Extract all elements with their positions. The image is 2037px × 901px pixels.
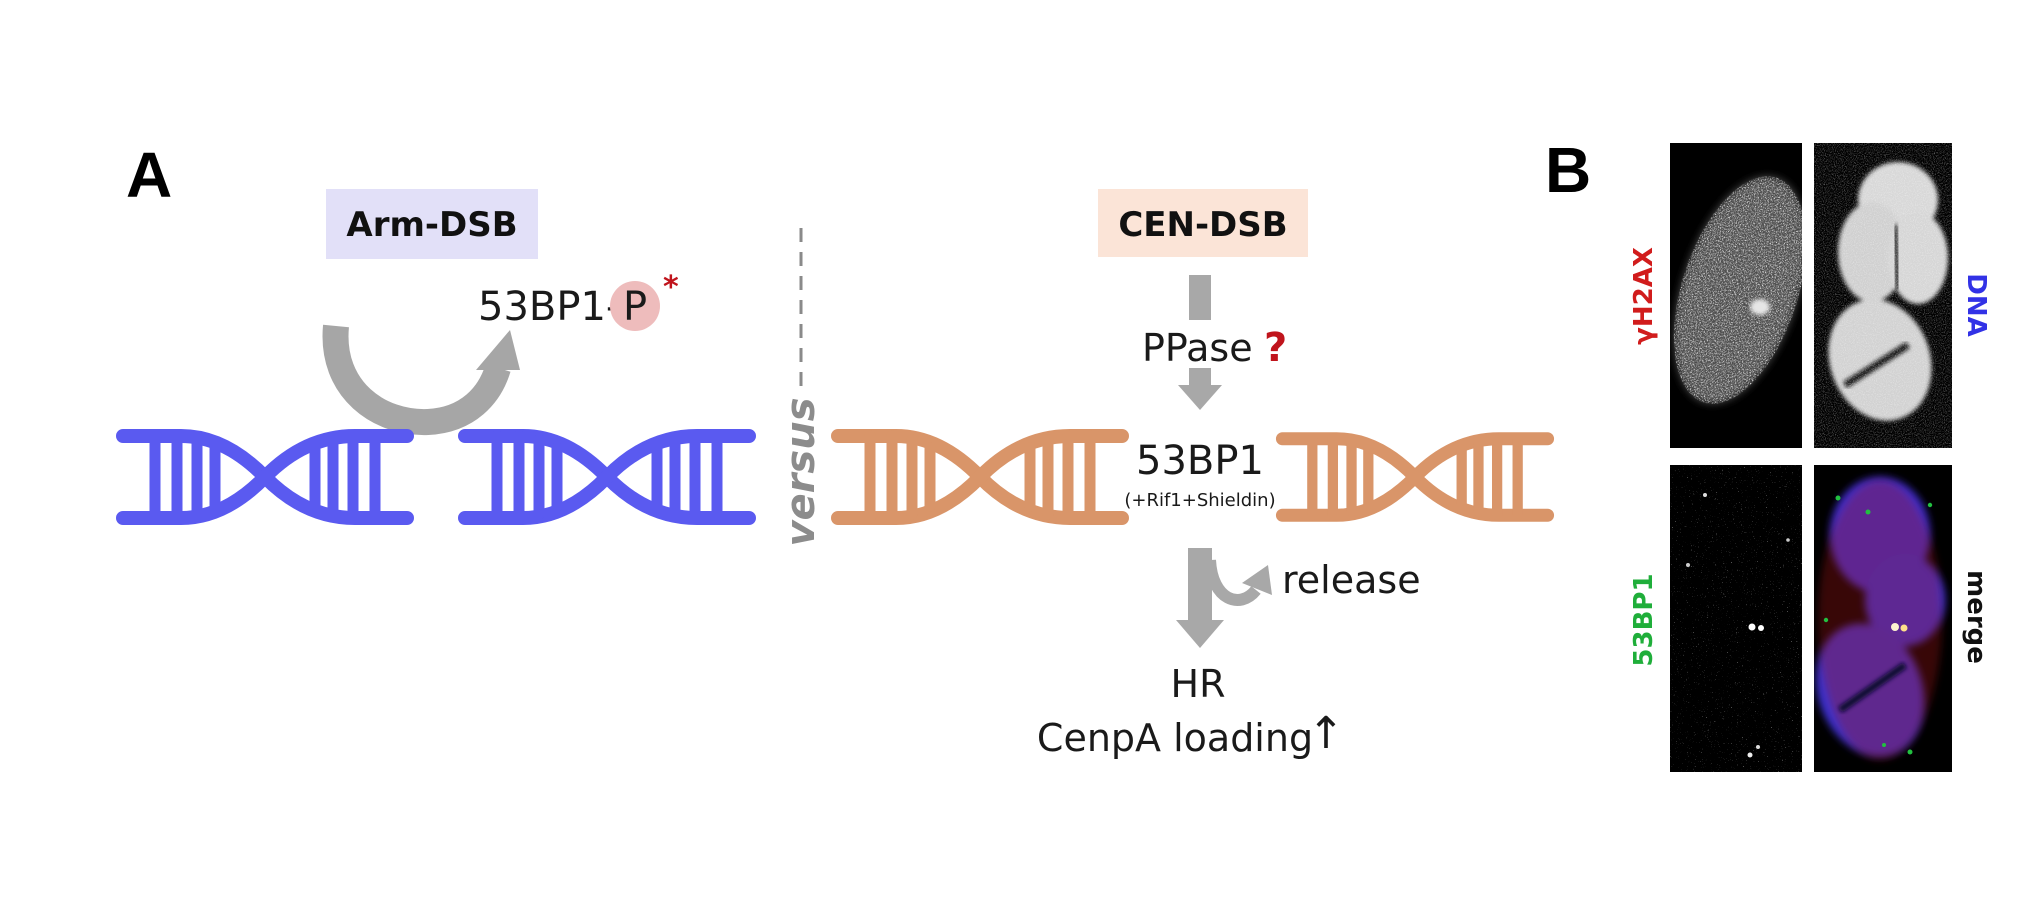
arm-dna-right bbox=[465, 436, 749, 518]
micrograph-gh2ax bbox=[1670, 143, 1802, 448]
versus-label: versus bbox=[778, 397, 824, 546]
cen-dsb-text: CEN-DSB bbox=[1118, 205, 1287, 245]
helix-icon bbox=[1282, 439, 1547, 516]
down-arrow-icon bbox=[1178, 275, 1222, 410]
curved-arrow-icon bbox=[322, 324, 520, 436]
center-53bp1-label: 53BP1 bbox=[1136, 438, 1264, 484]
phospho-p-label: P bbox=[623, 284, 647, 330]
cen-dna-right bbox=[1282, 439, 1547, 516]
cen-dsb-box bbox=[1098, 189, 1308, 257]
cenpa-loading-label: CenpA loading bbox=[1037, 716, 1313, 760]
release-label: release bbox=[1282, 558, 1421, 602]
helix-icon bbox=[123, 436, 407, 518]
complex-label: (+Rif1+Shieldin) bbox=[1124, 490, 1275, 511]
helix-icon bbox=[465, 436, 749, 518]
merge-label: merge bbox=[1961, 570, 1991, 664]
arm-dsb-box bbox=[326, 189, 538, 259]
arm-dsb-label: Arm-DSB bbox=[326, 189, 538, 259]
helix-icon bbox=[838, 436, 1122, 518]
hr-label: HR bbox=[1171, 662, 1226, 706]
micrograph-dna bbox=[1814, 143, 1952, 448]
up-arrow-icon: ↑ bbox=[1308, 708, 1345, 759]
release-arrow-icon bbox=[1176, 548, 1272, 648]
micrograph-merge bbox=[1814, 465, 1952, 772]
ppase-question-mark: ? bbox=[1264, 325, 1287, 371]
gh2ax-label: γH2AX bbox=[1629, 247, 1659, 345]
panel-b-letter: B bbox=[1545, 134, 1591, 206]
ppase-label: PPase bbox=[1142, 326, 1253, 370]
dna-label: DNA bbox=[1961, 273, 1991, 336]
cen-dsb-label: CEN-DSB bbox=[1098, 189, 1308, 257]
phospho-circle bbox=[610, 281, 660, 331]
phospho-asterisk: * bbox=[663, 270, 679, 305]
panel-a-letter: A bbox=[126, 139, 172, 211]
cen-dna-left bbox=[838, 436, 1122, 518]
arm-dna-left bbox=[123, 436, 407, 518]
53bp1-micrograph-label: 53BP1 bbox=[1629, 573, 1659, 666]
phospho-53bp1-label: 53BP1- bbox=[478, 284, 620, 330]
arm-dsb-text: Arm-DSB bbox=[346, 205, 517, 245]
micrograph-53bp1 bbox=[1670, 465, 1802, 772]
